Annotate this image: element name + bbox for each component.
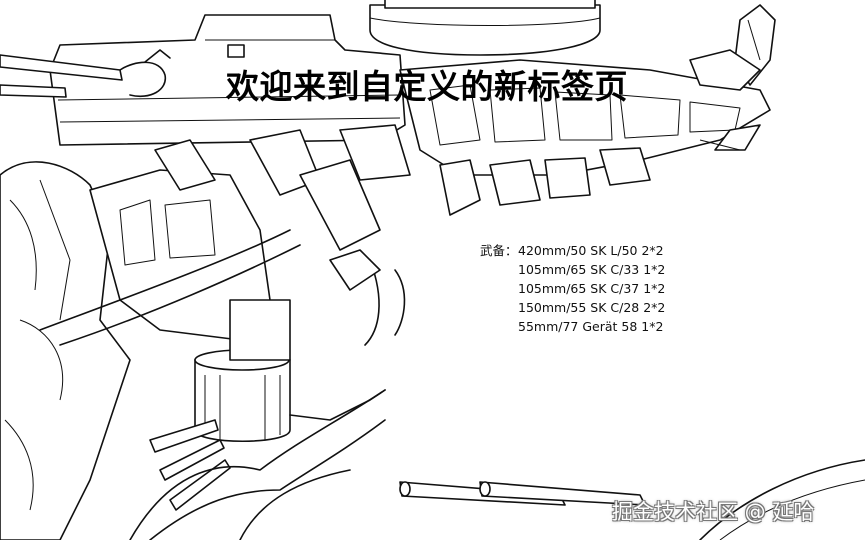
armament-spec-list: 武备： 420mm/50 SK L/50 2*2 105mm/65 SK C/3… bbox=[480, 241, 665, 336]
armament-row: 150mm/55 SK C/28 2*2 bbox=[480, 298, 665, 317]
watermark: 掘金技术社区 @ 延哈 bbox=[612, 500, 815, 524]
armament-item: 150mm/55 SK C/28 2*2 bbox=[518, 300, 666, 315]
armament-item: 55mm/77 Gerät 58 1*2 bbox=[518, 319, 664, 334]
armament-row: 55mm/77 Gerät 58 1*2 bbox=[480, 317, 665, 336]
page-heading: 欢迎来到自定义的新标签页 bbox=[226, 67, 628, 106]
armament-row: 105mm/65 SK C/33 1*2 bbox=[480, 260, 665, 279]
armament-row: 武备： 420mm/50 SK L/50 2*2 bbox=[480, 241, 665, 260]
armament-item: 105mm/65 SK C/37 1*2 bbox=[518, 281, 666, 296]
armament-item: 105mm/65 SK C/33 1*2 bbox=[518, 262, 666, 277]
armament-item: 420mm/50 SK L/50 2*2 bbox=[518, 243, 664, 258]
armament-label: 武备： bbox=[480, 243, 518, 258]
armament-row: 105mm/65 SK C/37 1*2 bbox=[480, 279, 665, 298]
